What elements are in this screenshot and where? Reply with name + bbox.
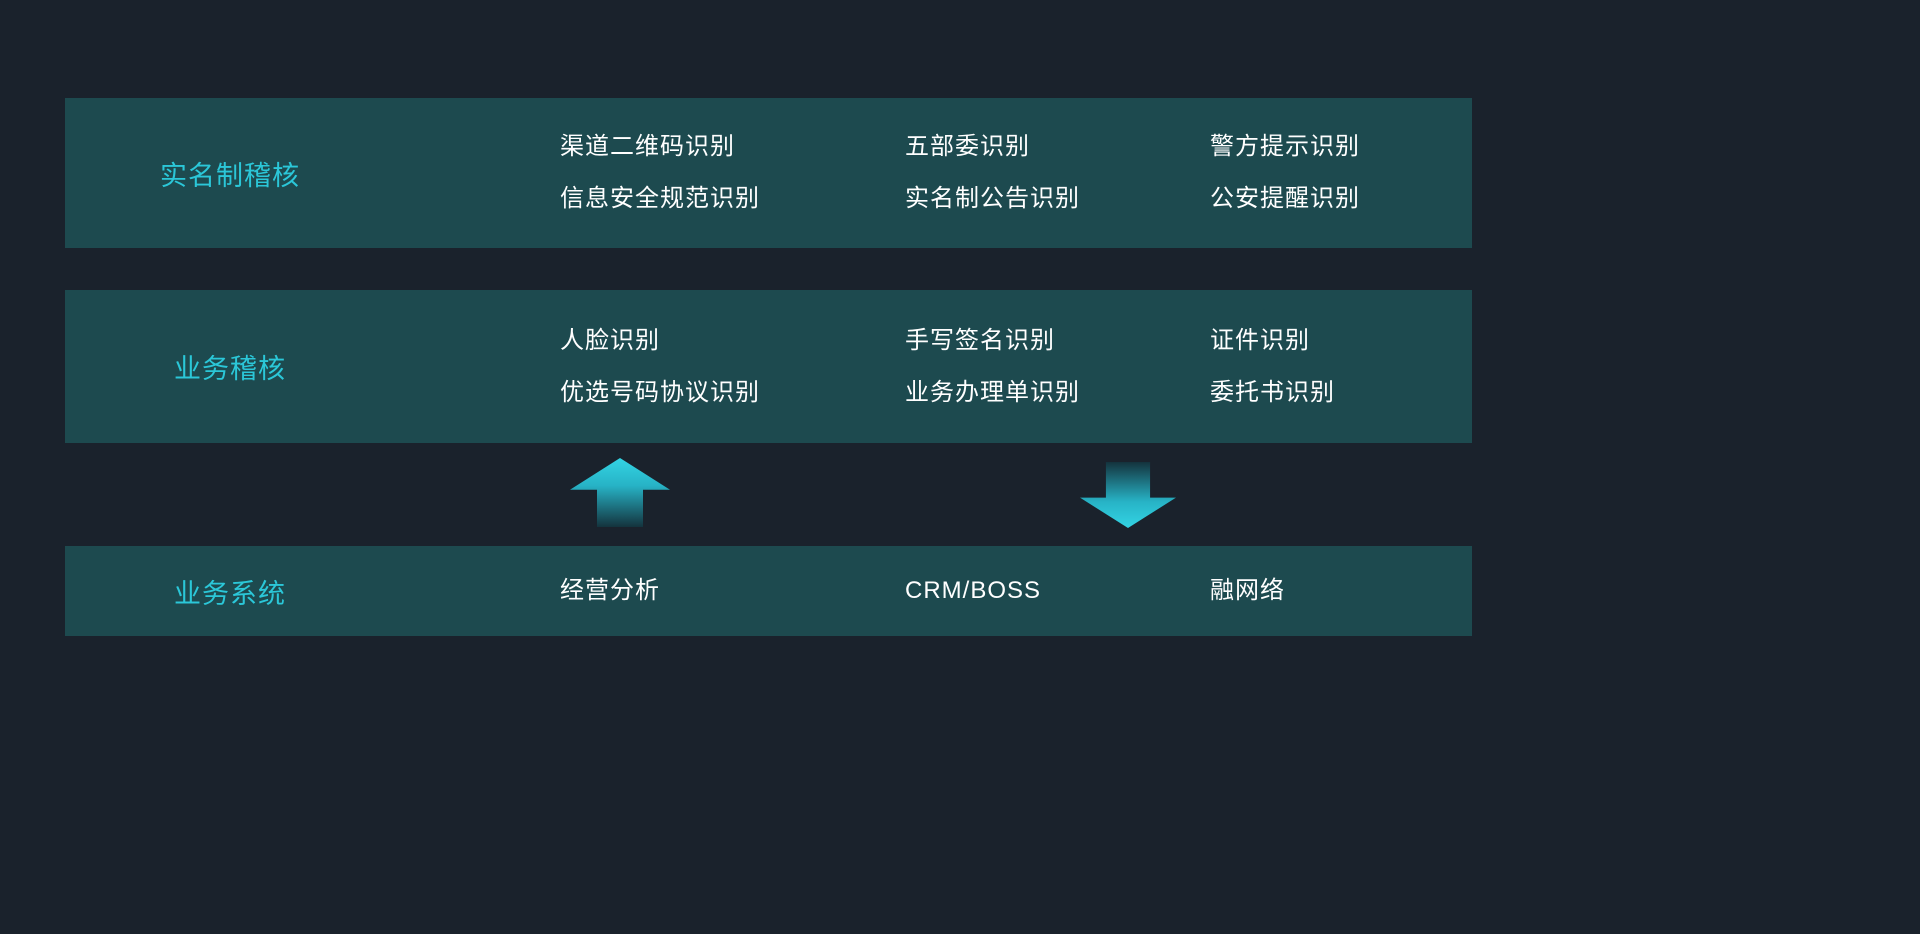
feature-item: 优选号码协议识别 — [560, 378, 760, 406]
system-column: 融网络 — [1210, 546, 1285, 636]
feature-item: 手写签名识别 — [905, 326, 1055, 354]
system-column: 经营分析 — [560, 546, 660, 636]
feature-column: 证件识别 委托书识别 — [1210, 290, 1335, 443]
feature-column: 五部委识别 实名制公告识别 — [905, 98, 1080, 248]
feature-item: 证件识别 — [1210, 326, 1310, 354]
feature-column: 手写签名识别 业务办理单识别 — [905, 290, 1080, 443]
feature-column: 渠道二维码识别 信息安全规范识别 — [560, 98, 760, 248]
band-label-business-audit: 业务稽核 — [174, 354, 286, 384]
feature-item: 业务办理单识别 — [905, 378, 1080, 406]
feature-item: 人脸识别 — [560, 326, 660, 354]
band-realname-audit: 实名制稽核 渠道二维码识别 信息安全规范识别 五部委识别 实名制公告识别 警方提… — [65, 98, 1472, 248]
up-arrow-icon — [570, 458, 670, 527]
feature-item: 实名制公告识别 — [905, 185, 1080, 212]
band-label-business-systems: 业务系统 — [174, 578, 286, 609]
band-business-audit: 业务稽核 人脸识别 优选号码协议识别 手写签名识别 业务办理单识别 证件识别 委… — [65, 290, 1472, 443]
band-label-realname-audit: 实名制稽核 — [160, 160, 300, 191]
feature-item: 渠道二维码识别 — [560, 133, 735, 160]
feature-item: 委托书识别 — [1210, 378, 1335, 406]
feature-column: 人脸识别 优选号码协议识别 — [560, 290, 760, 443]
feature-column: 警方提示识别 公安提醒识别 — [1210, 98, 1360, 248]
feature-item: 警方提示识别 — [1210, 133, 1360, 160]
feature-item: 五部委识别 — [905, 133, 1030, 160]
system-column: CRM/BOSS — [905, 546, 1041, 636]
feature-item: 公安提醒识别 — [1210, 185, 1360, 212]
system-item: CRM/BOSS — [905, 577, 1042, 604]
system-item: 经营分析 — [560, 577, 660, 604]
down-arrow-icon — [1080, 462, 1176, 528]
system-item: 融网络 — [1210, 577, 1285, 604]
feature-item: 信息安全规范识别 — [560, 185, 760, 212]
band-business-systems: 业务系统 经营分析 CRM/BOSS 融网络 — [65, 546, 1472, 636]
